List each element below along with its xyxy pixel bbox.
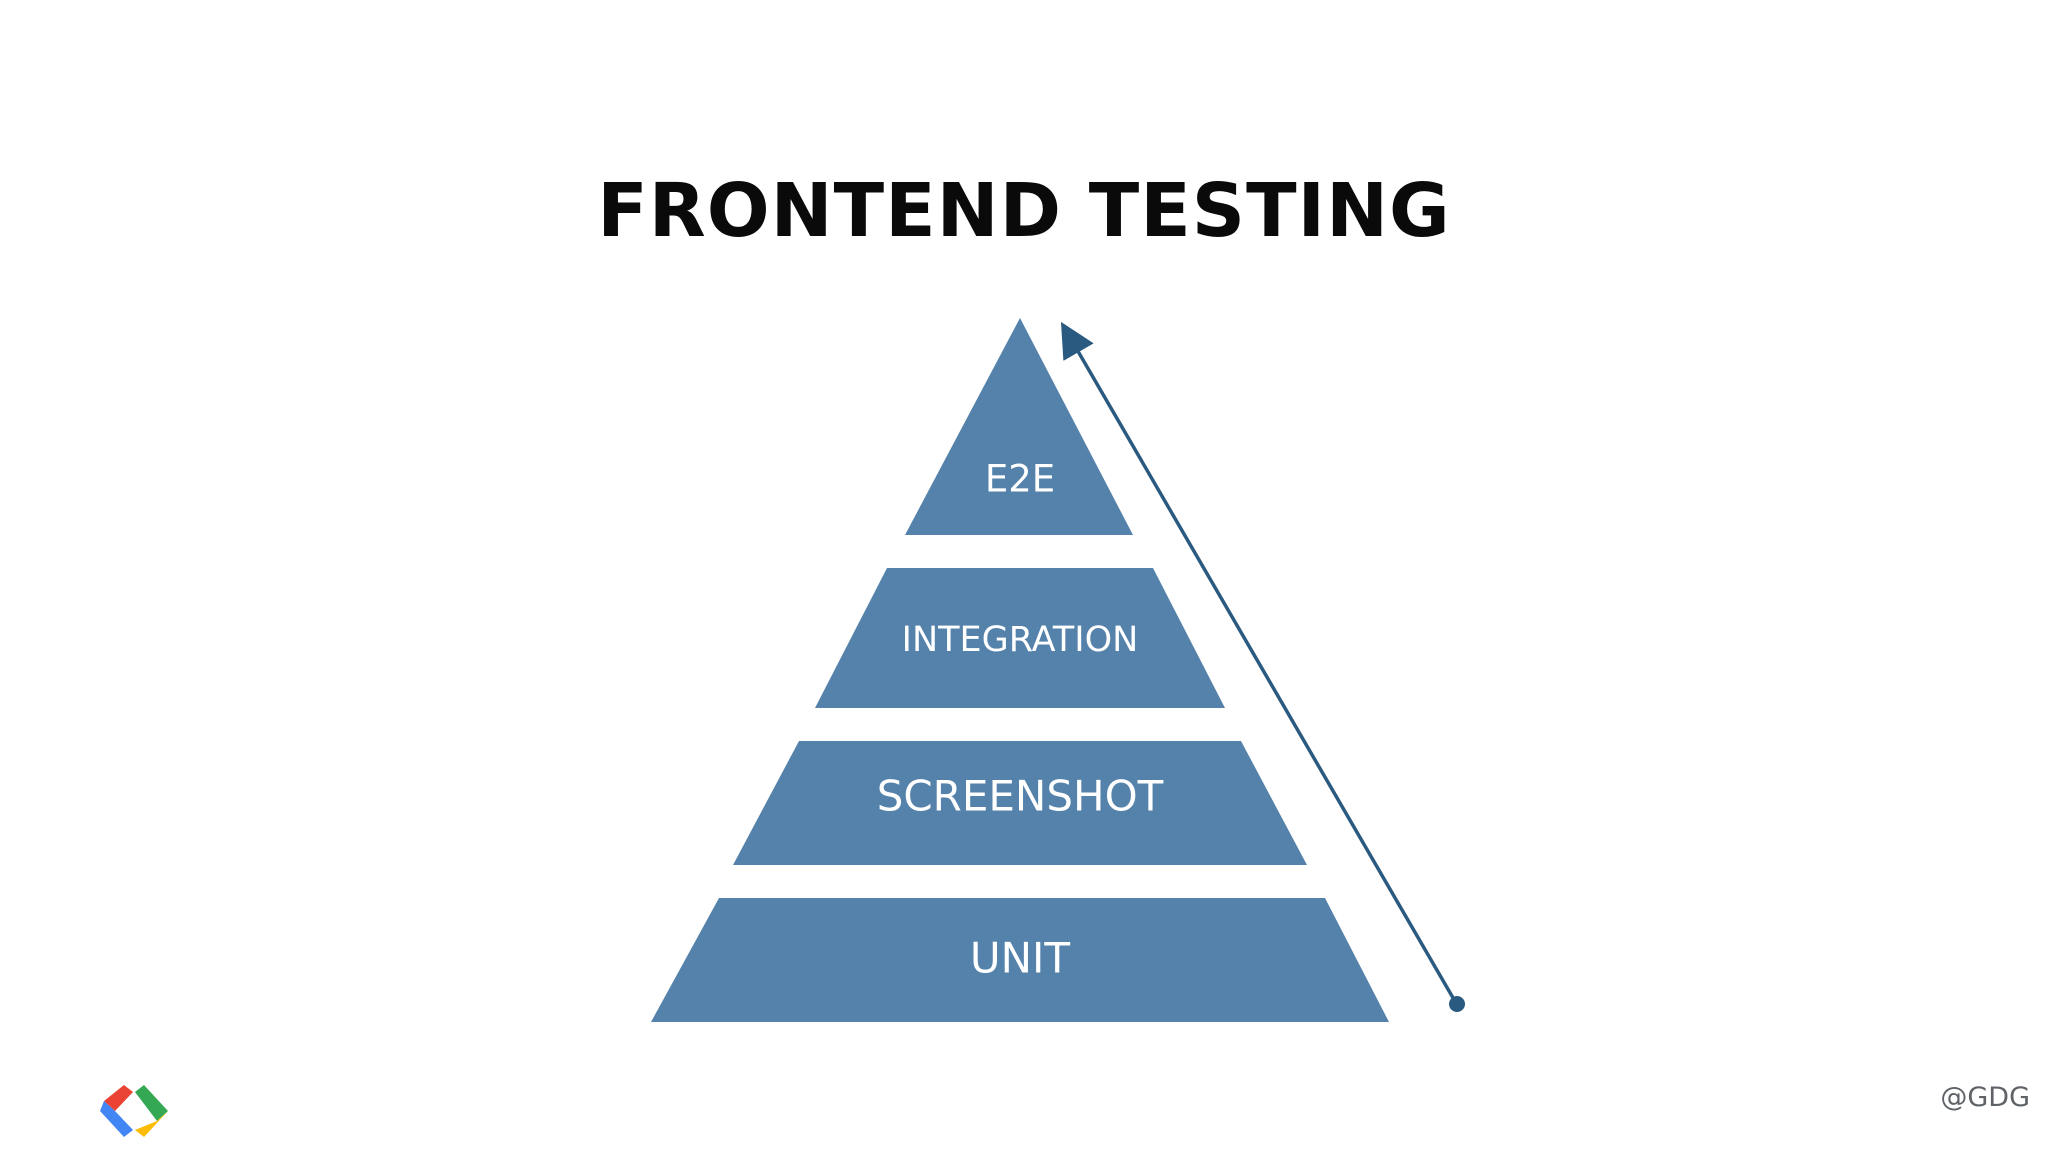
arrow-start-dot <box>1449 996 1465 1012</box>
gdg-logo-icon <box>100 1085 168 1137</box>
pyramid-layer-unit <box>651 898 1389 1022</box>
pyramid-label-e2e: E2E <box>985 458 1055 501</box>
pyramid-layer-e2e <box>905 318 1133 535</box>
social-handle: @GDG <box>1940 1082 2030 1113</box>
slide-title: FRONTEND TESTING <box>597 168 1451 254</box>
pyramid-layer-integration <box>815 568 1225 708</box>
upward-arrow-line <box>1060 321 1458 1004</box>
pyramid-label-unit: UNIT <box>970 934 1071 983</box>
pyramid-label-integration: INTEGRATION <box>902 620 1139 660</box>
pyramid-label-screenshot: SCREENSHOT <box>877 772 1164 821</box>
pyramid-layer-screenshot <box>733 741 1307 865</box>
